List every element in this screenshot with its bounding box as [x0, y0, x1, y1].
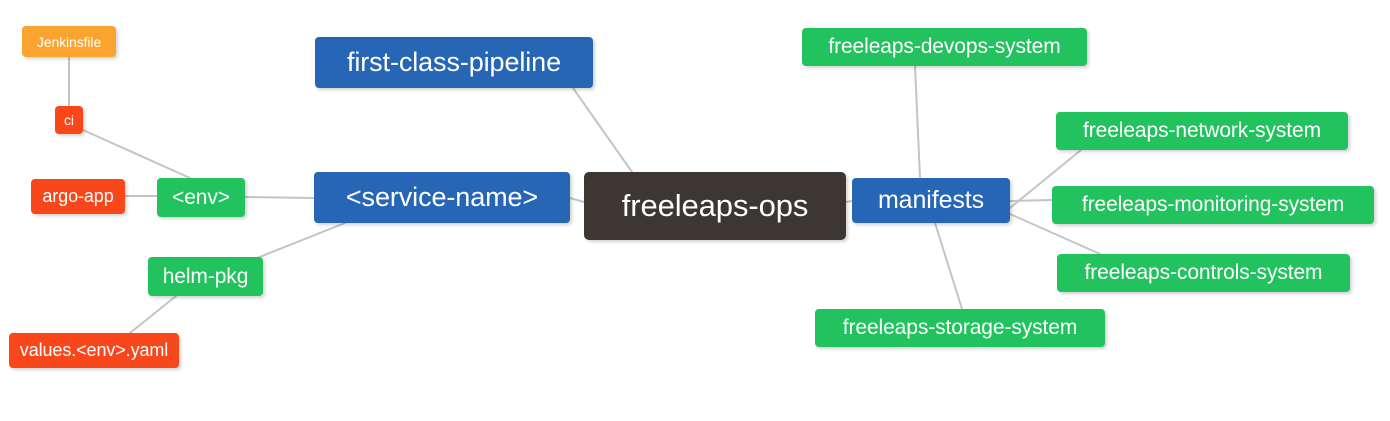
- mindmap-node-env[interactable]: <env>: [157, 178, 245, 217]
- mindmap-node-label: freeleaps-ops: [621, 188, 809, 223]
- mindmap-node-label: freeleaps-storage-system: [842, 316, 1078, 339]
- mindmap-node-label: freeleaps-network-system: [1082, 119, 1321, 142]
- mindmap-node-label: argo-app: [42, 186, 114, 206]
- mindmap-node-label: first-class-pipeline: [346, 47, 562, 77]
- mindmap-node-label: freeleaps-controls-system: [1084, 261, 1323, 284]
- mindmap-node-label: freeleaps-devops-system: [828, 35, 1061, 58]
- mindmap-node-helm-pkg[interactable]: helm-pkg: [148, 257, 263, 296]
- mindmap-edge: [246, 222, 346, 263]
- mindmap-node-service-name[interactable]: <service-name>: [314, 172, 570, 223]
- mindmap-node-label: freeleaps-monitoring-system: [1081, 193, 1345, 216]
- mindmap-node-values-env-yaml[interactable]: values.<env>.yaml: [9, 333, 179, 368]
- mindmap-node-label: <env>: [172, 185, 230, 209]
- mindmap-edge: [244, 196, 315, 199]
- mindmap-node-label: ci: [64, 112, 74, 128]
- mindmap-node-freeleaps-ops[interactable]: freeleaps-ops: [584, 172, 846, 240]
- mindmap-edge: [129, 295, 177, 334]
- mindmap-node-label: <service-name>: [345, 182, 539, 212]
- mindmap-edge: [1009, 199, 1053, 202]
- mindmap-edge: [82, 129, 191, 179]
- mindmap-node-freeleaps-devops-system[interactable]: freeleaps-devops-system: [802, 28, 1087, 66]
- mindmap-edge: [914, 65, 921, 179]
- mindmap-node-first-class-pipeline[interactable]: first-class-pipeline: [315, 37, 593, 88]
- mindmap-node-freeleaps-storage-system[interactable]: freeleaps-storage-system: [815, 309, 1105, 347]
- mindmap-node-label: manifests: [877, 186, 985, 214]
- mindmap-node-label: helm-pkg: [162, 264, 249, 288]
- mindmap-node-ci[interactable]: ci: [55, 106, 83, 134]
- mindmap-node-freeleaps-network-system[interactable]: freeleaps-network-system: [1056, 112, 1348, 150]
- mindmap-edge: [572, 87, 633, 173]
- mindmap-node-freeleaps-controls-system[interactable]: freeleaps-controls-system: [1057, 254, 1350, 292]
- mindmap-edge: [569, 197, 585, 203]
- mindmap-node-manifests[interactable]: manifests: [852, 178, 1010, 223]
- mindmap-node-freeleaps-monitoring-system[interactable]: freeleaps-monitoring-system: [1052, 186, 1374, 224]
- mindmap-node-label: values.<env>.yaml: [19, 340, 169, 360]
- mindmap-node-jenkinsfile[interactable]: Jenkinsfile: [22, 26, 116, 57]
- mindmap-edge: [934, 222, 963, 310]
- mindmap-node-argo-app[interactable]: argo-app: [31, 179, 125, 214]
- mindmap-node-label: Jenkinsfile: [36, 33, 102, 50]
